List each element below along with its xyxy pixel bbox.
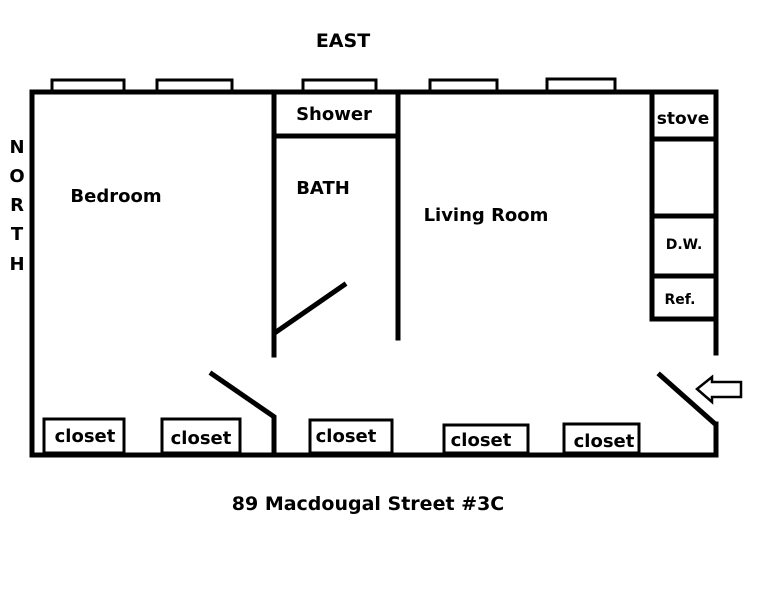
bedroom-label: Bedroom xyxy=(70,186,161,207)
closet-label: closet xyxy=(574,431,635,452)
dishwasher-label: D.W. xyxy=(666,237,703,253)
entrance-arrow-icon xyxy=(695,374,743,405)
north-letter: N xyxy=(9,137,24,158)
shower-label: Shower xyxy=(296,104,372,125)
compass-north-label: N O R T H xyxy=(9,137,24,275)
kitchen: stove D.W. Ref. xyxy=(649,89,717,322)
refrigerator-label: Ref. xyxy=(665,292,696,308)
bath-door[interactable] xyxy=(272,281,348,336)
closet xyxy=(442,423,530,455)
north-letter: T xyxy=(11,224,24,245)
stove-label: stove xyxy=(657,109,710,129)
closet xyxy=(308,418,394,455)
closet-label: closet xyxy=(171,428,232,449)
entry-door[interactable] xyxy=(656,371,718,427)
bedroom-door[interactable] xyxy=(208,370,277,420)
closet xyxy=(160,417,242,455)
outer-wall xyxy=(29,89,719,458)
north-letter: O xyxy=(9,166,24,187)
walls xyxy=(29,89,719,458)
kitchen-counter xyxy=(649,89,717,322)
compass-east-label: EAST xyxy=(316,30,370,52)
closet-label: closet xyxy=(316,426,377,447)
north-letter: R xyxy=(10,195,24,216)
address-label: 89 Macdougal Street #3C xyxy=(232,493,504,515)
north-letter: H xyxy=(9,254,24,275)
windows xyxy=(50,77,617,94)
closet xyxy=(42,417,126,455)
bath-label: BATH xyxy=(296,178,350,199)
closet-label: closet xyxy=(55,426,116,447)
closet xyxy=(562,422,641,455)
living-room-label: Living Room xyxy=(424,205,549,226)
closets: closet closet closet closet closet xyxy=(42,417,641,455)
closet-label: closet xyxy=(451,430,512,451)
